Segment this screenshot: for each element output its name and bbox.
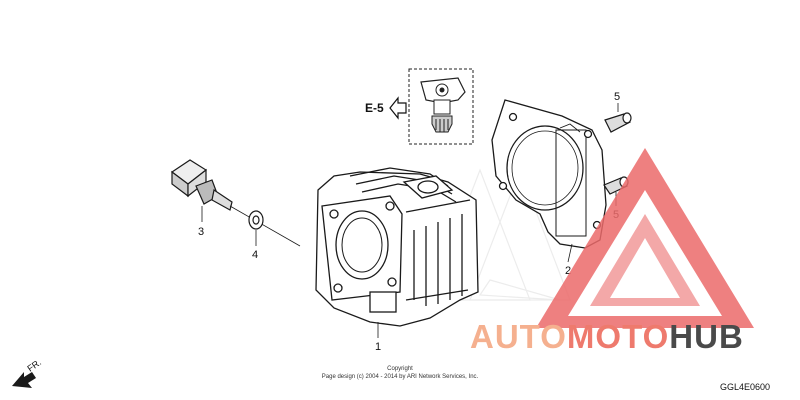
- callout-3: 3: [198, 226, 204, 238]
- watermark-moto: MOTO: [567, 318, 669, 355]
- watermark-hub: HUB: [669, 318, 744, 355]
- copyright-title: Copyright: [387, 366, 413, 372]
- temperature-sensor: [170, 159, 301, 247]
- sealing-washer: [248, 210, 264, 230]
- front-direction-indicator: FR.: [12, 357, 43, 388]
- dowel-pin-upper: [604, 112, 632, 133]
- tensioner-inset: [408, 68, 474, 145]
- callout-2: 2: [565, 265, 571, 277]
- watermark-triangle-logo: [536, 148, 754, 328]
- copyright-notice: Page design (c) 2004 - 2014 by ARI Netwo…: [322, 374, 479, 380]
- cylinder-gasket: [491, 99, 607, 249]
- direction-label: FR.: [25, 357, 43, 374]
- diagram-code: GGL4E0600: [720, 382, 770, 392]
- watermark-text: AUTOMOTOHUB: [470, 318, 744, 355]
- reference-arrow: E-5: [365, 96, 407, 120]
- callout-1: 1: [375, 341, 381, 353]
- callout-5-upper: 5: [614, 91, 620, 103]
- watermark-auto: AUTO: [470, 318, 567, 355]
- cylinder-block: [315, 167, 479, 327]
- callout-4: 4: [252, 249, 258, 261]
- reference-label: E-5: [365, 101, 384, 115]
- svg-text:AUTOMOTOHUB: AUTOMOTOHUB: [470, 318, 744, 355]
